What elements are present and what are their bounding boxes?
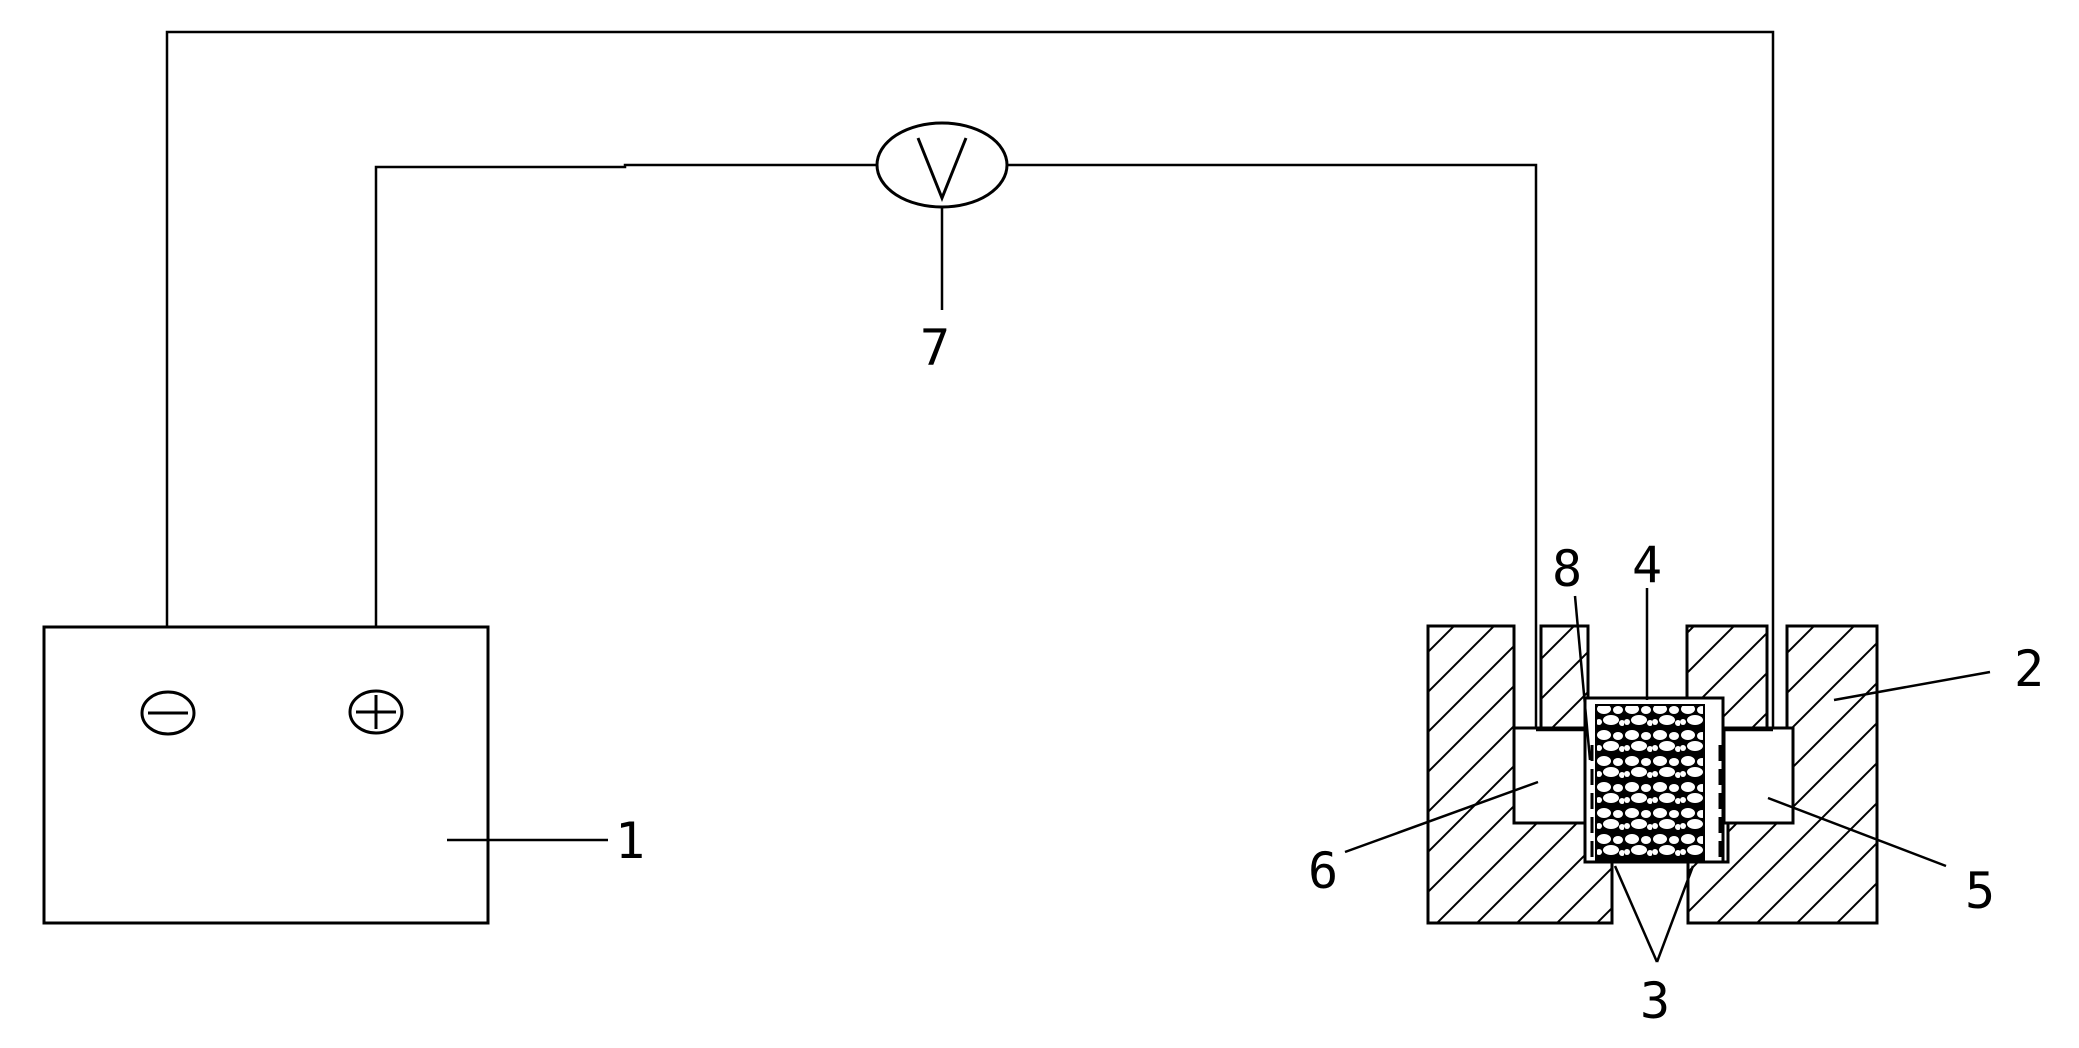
voltmeter-circle (875, 121, 1009, 209)
label-6-leader (1344, 780, 1539, 854)
right-chamber (1722, 726, 1795, 825)
label-3: 3 (1640, 972, 1670, 1030)
label-2-leader (1833, 670, 1991, 702)
housing-top-insert-left (1539, 624, 1590, 731)
positive-terminal: + (348, 689, 404, 735)
test-cell: 2 3 4 5 6 8 (1308, 536, 2044, 1030)
voltmeter: V 7 (875, 121, 1009, 377)
label-8-leader (1573, 595, 1592, 761)
label-1: 1 (615, 812, 645, 870)
negative-terminal: − (140, 690, 196, 736)
label-5: 5 (1965, 862, 1995, 920)
positive-wire (374, 163, 877, 695)
label-6: 6 (1308, 842, 1338, 900)
label-3-leader-right (1655, 865, 1695, 963)
label-2: 2 (2014, 640, 2044, 698)
power-supply-box (42, 625, 490, 925)
sample-granular-fill (1595, 704, 1705, 862)
label-8: 8 (1552, 540, 1582, 598)
voltmeter-v-symbol (916, 137, 968, 203)
label-5-leader (1767, 796, 1947, 868)
power-supply: − + 1 (42, 625, 645, 925)
label-3-leader-left (1613, 865, 1659, 963)
label-4: 4 (1632, 536, 1662, 594)
label-7: 7 (920, 319, 950, 377)
left-chamber (1512, 726, 1590, 825)
